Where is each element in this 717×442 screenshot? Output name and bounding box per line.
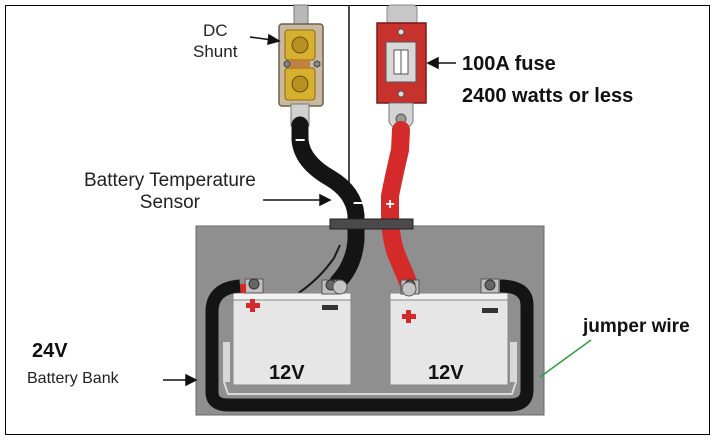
negative-cable-symbol: − [295,130,306,150]
temperature-sensor-label-line2: Sensor [139,192,200,213]
battery-bank-label: Battery Bank [27,370,119,387]
fuse-label-line1: 100A fuse [462,53,556,75]
positive-cable-symbol: + [385,196,394,213]
jumper-cable [205,279,534,412]
positive-terminal-lug [401,281,417,297]
battery-tray [223,381,517,395]
sensor-arrowhead [319,193,332,207]
dc-shunt [278,4,324,127]
diagram-frame [5,5,710,435]
tray-bracket-right [510,342,517,382]
bank-voltage-label: 24V [32,340,68,362]
bank-arrowhead [185,373,198,387]
battery-left-voltage: 12V [269,362,305,384]
fuse-label-line2: 2400 watts or less [462,85,634,107]
tray-bracket-left [223,342,230,382]
fuse-arrowhead [426,56,439,70]
battery-left [232,278,352,386]
positive-cable [381,121,419,296]
shunt-arrowhead [267,33,281,46]
fuse-label: 100A fuse 2400 watts or less [462,48,633,112]
dc-shunt-label-line1: DC [202,21,228,40]
negative-terminal-lug [332,279,348,295]
fuse-100a [376,4,427,132]
dc-shunt-label-line2: Shunt [193,42,238,61]
negative-cable-symbol-lower: − [353,193,364,213]
battery-right-voltage: 12V [428,362,464,384]
dc-shunt-label: DC Shunt [193,20,237,62]
temperature-sensor-band [329,218,414,230]
jumper-pointer-line [539,339,592,378]
negative-cable [291,116,365,291]
jumper-wire-label: jumper wire [583,316,690,337]
temperature-sensor-label-line1: Battery Temperature [84,170,256,191]
temperature-sensor-label: Battery Temperature Sensor [84,170,256,214]
